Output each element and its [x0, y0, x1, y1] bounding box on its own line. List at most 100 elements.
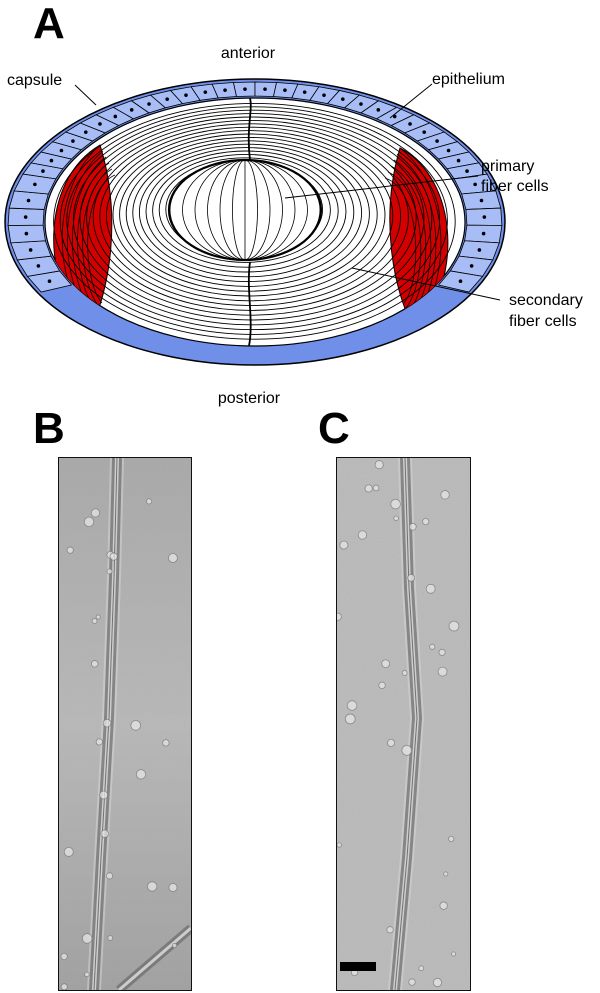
- particles-b: [60, 498, 178, 990]
- cell-nucleus: [481, 231, 486, 236]
- secondary-fiber-lines: [53, 102, 456, 340]
- cell-nucleus: [113, 114, 118, 119]
- protein-particle: [168, 883, 178, 893]
- cell-nucleus: [33, 182, 37, 187]
- cell-nucleus: [49, 158, 54, 163]
- primary-meridian: [244, 160, 321, 260]
- panel-label-c: C: [318, 404, 350, 453]
- primary-meridian: [244, 160, 258, 260]
- protein-particle: [408, 978, 416, 986]
- cell-nucleus: [36, 264, 41, 268]
- protein-particle: [162, 739, 170, 747]
- fiber-arc: [390, 165, 427, 314]
- cell-nucleus: [165, 97, 169, 101]
- primary-meridian: [219, 160, 246, 260]
- protein-particle: [386, 926, 394, 934]
- protein-particle: [84, 971, 90, 978]
- primary-meridian: [244, 160, 308, 260]
- cell-nucleus: [473, 182, 477, 187]
- protein-particle: [429, 643, 436, 650]
- cell-nucleus: [28, 248, 33, 252]
- primary-meridian: [244, 160, 271, 260]
- protein-particle: [407, 573, 416, 582]
- protein-particle: [146, 498, 153, 505]
- protein-particle: [443, 871, 449, 877]
- cell-nucleus: [243, 87, 247, 91]
- cell-nucleus: [23, 215, 28, 219]
- cell-nucleus: [435, 139, 439, 143]
- cell-nucleus: [482, 215, 487, 219]
- protein-particle: [451, 951, 457, 957]
- protein-particle: [106, 568, 113, 575]
- panel-label-a: A: [33, 0, 65, 48]
- fiber-ring: [152, 153, 339, 268]
- protein-particle: [91, 660, 99, 668]
- protein-particle: [91, 618, 98, 624]
- anterior-suture: [247, 97, 252, 161]
- protein-particle: [357, 530, 368, 540]
- protein-particle: [90, 508, 101, 518]
- fiber-ring: [72, 113, 433, 326]
- protein-particle: [401, 744, 413, 756]
- primary-meridian: [244, 160, 283, 260]
- label-posterior: posterior: [218, 390, 281, 407]
- protein-particle: [374, 460, 384, 470]
- cell-nucleus: [263, 87, 267, 91]
- fiber-ring: [79, 116, 425, 321]
- protein-particle: [95, 738, 103, 746]
- cell-nucleus: [203, 90, 208, 94]
- label-secondary-line2: fiber cells: [509, 313, 577, 330]
- protein-particle: [81, 933, 93, 944]
- protein-particle: [344, 713, 356, 725]
- micrograph-c: [336, 457, 471, 991]
- cell-nucleus: [458, 279, 463, 283]
- protein-particle: [408, 522, 417, 531]
- protein-particle: [99, 790, 109, 800]
- protein-particle: [60, 983, 68, 990]
- cell-nucleus: [24, 231, 29, 236]
- cell-nucleus: [477, 248, 482, 252]
- protein-particle: [109, 552, 118, 561]
- protein-particle: [83, 516, 95, 528]
- protein-particle: [439, 901, 448, 910]
- protein-particle: [440, 490, 450, 500]
- leader-secondary: [351, 267, 501, 301]
- protein-particle: [63, 846, 74, 857]
- protein-particle: [393, 515, 399, 521]
- cell-nucleus: [469, 264, 474, 268]
- label-secondary-line1: secondary: [509, 292, 583, 309]
- posterior-suture: [247, 261, 252, 347]
- cell-nucleus: [26, 198, 31, 203]
- protein-particle: [448, 620, 460, 632]
- protein-particle: [381, 659, 391, 669]
- scale-bar: [340, 962, 376, 971]
- cell-nucleus: [376, 108, 381, 112]
- fiber-ring: [132, 143, 363, 283]
- fiber-ring: [138, 147, 355, 278]
- cell-nucleus: [422, 130, 427, 134]
- label-anterior: anterior: [221, 45, 276, 62]
- cell-nucleus: [446, 148, 451, 153]
- fiber-ring: [53, 102, 456, 340]
- cell-nucleus: [83, 130, 88, 134]
- cell-nucleus: [341, 97, 345, 101]
- label-primary-line2: fiber cells: [481, 178, 549, 195]
- primary-meridian: [169, 160, 246, 260]
- cell-nucleus: [71, 139, 75, 143]
- lens-diagram: anterior posterior capsule epithelium pr…: [4, 45, 583, 407]
- primary-meridian: [207, 160, 246, 260]
- fiber-ring: [66, 109, 441, 331]
- fiber-arc: [387, 171, 422, 309]
- protein-particle: [346, 700, 358, 711]
- cell-nucleus: [392, 114, 397, 119]
- cell-nucleus: [456, 158, 461, 163]
- micrograph-b: [58, 457, 192, 991]
- fiber-ring: [59, 106, 448, 335]
- label-primary-line1: primary: [481, 158, 534, 175]
- cell-nucleus: [129, 108, 134, 112]
- filament-b: [87, 458, 191, 990]
- protein-particle: [387, 738, 396, 747]
- cell-nucleus: [184, 93, 188, 97]
- cell-nucleus: [41, 169, 45, 173]
